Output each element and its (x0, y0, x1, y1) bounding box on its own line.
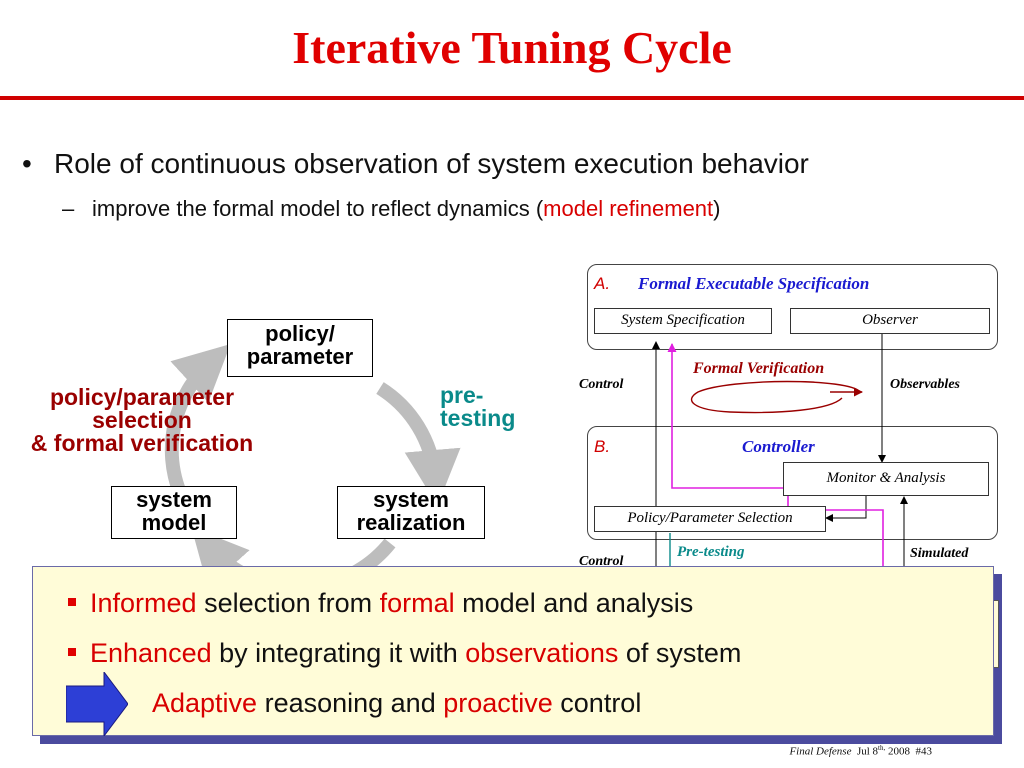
right-label-line2: testing (440, 405, 516, 431)
simulated-label: Simulated (910, 546, 969, 561)
footer-slide-number: #43 (915, 745, 933, 758)
bullet-sub-suffix: ) (713, 196, 721, 221)
monitor-to-policy-arrow (825, 496, 867, 522)
square-bullet-icon (68, 597, 76, 606)
callout-1a: Informed (90, 588, 197, 618)
callout-line-3: Adaptive reasoning and proactive control (152, 688, 641, 719)
policy-box-line1: policy/ (265, 321, 335, 346)
diagram-connectors (652, 334, 908, 570)
monitor-analysis-box: Monitor & Analysis (783, 462, 989, 496)
left-label-line1: policy/parameter (49, 384, 235, 410)
footer-date-sup: th, (878, 744, 886, 752)
selection-verification-label: policy/parameter selection & formal veri… (0, 386, 284, 455)
callout-1b: selection from (196, 588, 380, 618)
policy-selection-box: Policy/Parameter Selection (594, 506, 826, 532)
callout-line-2: Enhanced by integrating it with observat… (68, 638, 741, 669)
formal-verification-label: Formal Verification (693, 360, 825, 377)
callout-3d: control (552, 688, 642, 718)
policy-box-line2: parameter (246, 344, 354, 369)
panel-b-title: Controller (742, 437, 815, 456)
panel-a-letter: A. (594, 274, 611, 293)
dash-icon: – (62, 196, 75, 221)
realization-box-line1: system (373, 487, 449, 512)
model-box-line2: model (141, 510, 207, 535)
system-specification-box: System Specification (594, 308, 772, 334)
model-box-line1: system (136, 487, 212, 512)
magenta-feedback-path (667, 343, 884, 570)
title-rule (0, 96, 1024, 100)
square-bullet-icon (68, 647, 76, 656)
observer-box: Observer (790, 308, 990, 334)
callout-3a: Adaptive (152, 688, 258, 718)
callout-2d: of system (618, 638, 742, 668)
right-arrow-icon (66, 672, 128, 736)
slide-title: Iterative Tuning Cycle (292, 22, 732, 73)
bullet-main: • Role of continuous observation of syste… (22, 148, 809, 180)
realization-box-line2: realization (356, 510, 466, 535)
panel-formal-spec (587, 264, 998, 350)
slide-footer: Final Defense Jul 8th, 2008 #43 (789, 744, 932, 758)
panel-b-letter: B. (594, 437, 611, 456)
pretesting-diagram-label: Pre-testing (677, 544, 745, 560)
observables-label: Observables (890, 377, 960, 392)
panel-a-title: Formal Executable Specification (638, 274, 870, 293)
callout-2a: Enhanced (90, 638, 212, 668)
callout-3b: reasoning and (257, 688, 444, 718)
left-label-line2: selection (92, 407, 192, 433)
callout-1c: formal (379, 588, 455, 618)
pretesting-label: pre- testing (440, 384, 515, 430)
callout-2b: by integrating it with (211, 638, 466, 668)
bullet-sub-highlight: model refinement (543, 196, 714, 221)
bullet-dot-icon: • (22, 148, 32, 179)
footer-year: 2008 (885, 745, 910, 758)
arc-to-policy (164, 344, 231, 496)
policy-parameter-box: policy/ parameter (227, 319, 373, 377)
arc-to-realization (376, 382, 461, 506)
control-label-bottom: Control (579, 554, 624, 569)
callout-1d: model and analysis (454, 588, 694, 618)
callout-2c: observations (465, 638, 619, 668)
control-label-top: Control (579, 377, 624, 392)
verification-loop (690, 380, 861, 414)
left-label-line3: & formal verification (30, 430, 254, 456)
callout-line-1: Informed selection from formal model and… (68, 588, 693, 619)
footer-label: Final Defense (789, 745, 852, 758)
footer-date: Jul 8 (856, 745, 879, 758)
bullet-sub: –improve the formal model to reflect dyn… (62, 196, 720, 222)
system-model-box: system model (111, 486, 237, 539)
system-realization-box: system realization (337, 486, 485, 539)
callout-3c: proactive (443, 688, 553, 718)
bullet-main-text: Role of continuous observation of system… (54, 148, 809, 179)
right-label-line1: pre- (440, 382, 484, 408)
callout-edge-right (994, 600, 999, 668)
bullet-sub-prefix: improve the formal model to reflect dyna… (92, 196, 544, 221)
callout-box (32, 566, 994, 736)
